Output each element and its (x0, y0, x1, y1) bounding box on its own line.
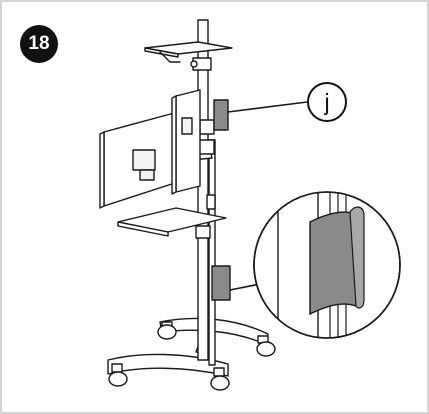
part-callout-j: j (307, 82, 347, 122)
detail-clip (309, 211, 357, 316)
caster-front-right (210, 367, 230, 391)
caster-back-left (157, 321, 177, 340)
callout-leader (227, 101, 308, 113)
main-pole (197, 19, 209, 361)
caster-back-right (256, 335, 276, 357)
monitor-right (175, 89, 201, 193)
zoom-leader (229, 283, 261, 291)
step-number-badge: 18 (20, 25, 58, 63)
cable-tube (208, 139, 216, 366)
cart (99, 19, 276, 391)
cable-clip-lower (211, 265, 231, 301)
detail-zoom (229, 191, 401, 339)
cable-clip-upper (213, 99, 229, 131)
caster-front-left (108, 363, 128, 387)
